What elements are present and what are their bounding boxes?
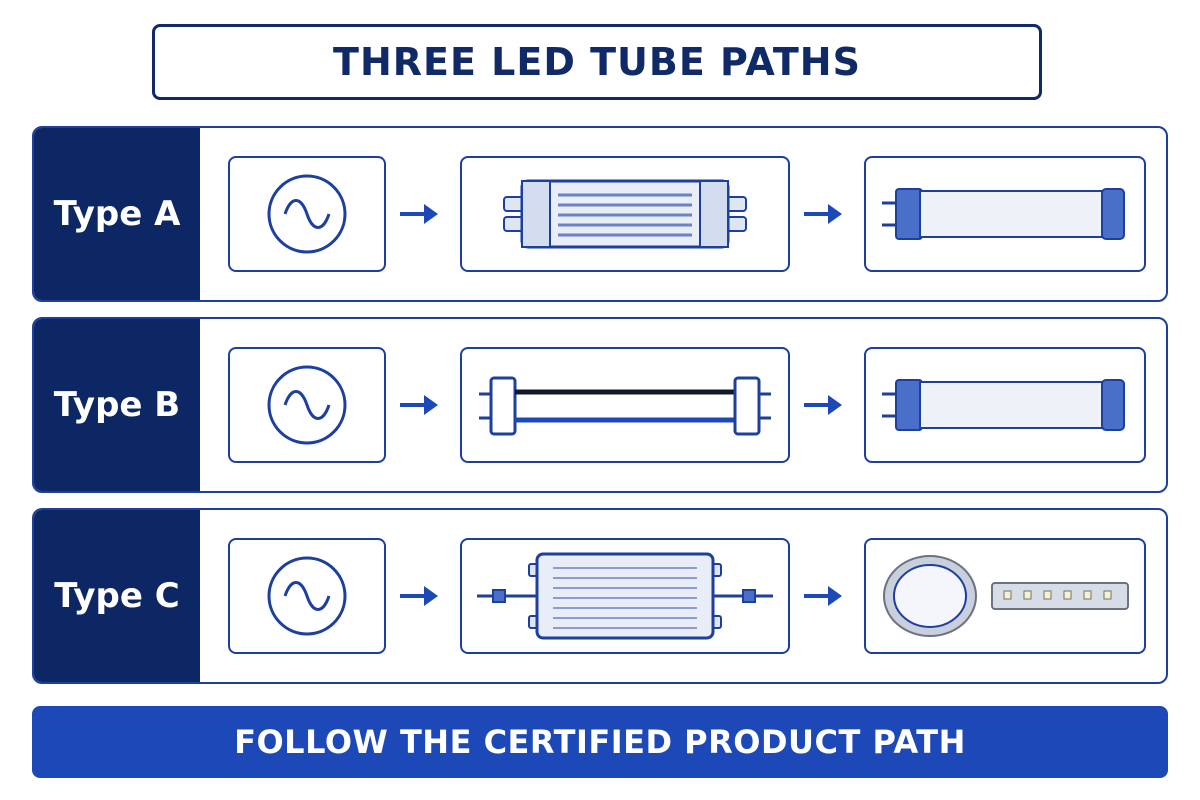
led-tube-icon	[882, 379, 1125, 431]
output-panel-type-c	[864, 538, 1146, 654]
row-type-c: Type C	[32, 508, 1168, 684]
row-label-type-b: Type B	[34, 319, 200, 491]
ac-power-icon	[267, 556, 347, 636]
row-label-type-a: Type A	[34, 128, 200, 300]
title-box: THREE LED TUBE PATHS	[152, 24, 1042, 100]
ac-power-icon	[267, 365, 347, 445]
output-panel-type-b	[864, 347, 1146, 463]
row-type-b: Type B	[32, 317, 1168, 493]
device-panel-type-a	[460, 156, 790, 272]
footer-banner: FOLLOW THE CERTIFIED PRODUCT PATH	[32, 706, 1168, 778]
source-panel-type-a	[228, 156, 386, 272]
source-panel-type-b	[228, 347, 386, 463]
output-panel-type-a	[864, 156, 1146, 272]
device-panel-type-b	[460, 347, 790, 463]
ballast-icon	[503, 179, 747, 249]
footer-text: FOLLOW THE CERTIFIED PRODUCT PATH	[234, 723, 966, 761]
led-tube-icon	[882, 188, 1125, 240]
source-panel-type-c	[228, 538, 386, 654]
device-panel-type-c	[460, 538, 790, 654]
arrow-icon	[400, 586, 438, 606]
arrow-icon	[400, 204, 438, 224]
row-label-type-c: Type C	[34, 510, 200, 682]
arrow-icon	[400, 395, 438, 415]
page-title: THREE LED TUBE PATHS	[333, 40, 861, 84]
row-type-a: Type A	[32, 126, 1168, 302]
arrow-icon	[804, 204, 842, 224]
led-strip-icon	[991, 582, 1129, 610]
round-led-panel-icon	[883, 555, 977, 637]
external-driver-icon	[477, 552, 773, 640]
arrow-icon	[804, 586, 842, 606]
direct-wire-icon	[479, 376, 771, 436]
arrow-icon	[804, 395, 842, 415]
ac-power-icon	[267, 174, 347, 254]
